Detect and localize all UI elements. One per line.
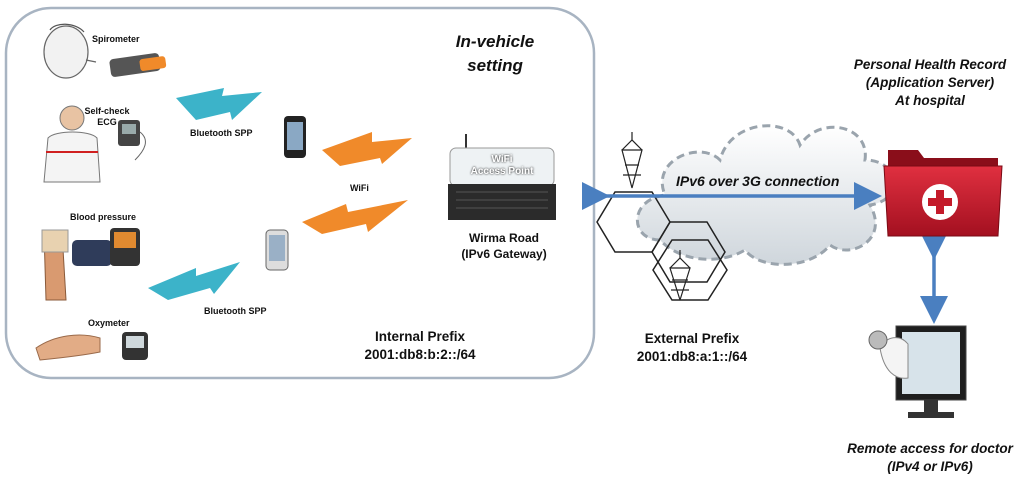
external-prefix: External Prefix 2001:db8:a:1::/64 [612,330,772,366]
gateway-name-line1: Wirma Road [469,231,539,245]
blood-pressure-patient-icon [41,228,140,301]
health-record-folder-icon [883,150,1003,237]
smartphone-icon-2 [265,229,289,271]
oxymeter-patient-icon [35,332,148,361]
doctor-label-line2: (IPv4 or IPv6) [887,459,973,474]
bluetooth-signal-icon-2 [148,262,240,300]
access-point-label: WiFi Access Point [452,154,552,178]
gateway-device-icon [448,134,556,220]
in-vehicle-title-line2: setting [467,56,523,75]
server-label-line3: At hospital [895,93,965,108]
doctor-monitor-icon [868,325,967,418]
gateway-name-line2: (IPv6 Gateway) [461,247,547,261]
ecg-patient-icon [43,105,146,183]
wifi-signal-icon [322,132,412,166]
ecg-label-line1: Self-check [84,106,130,116]
spirometer-label: Spirometer [92,34,140,44]
server-label-line1: Personal Health Record [853,57,1007,72]
spirometer-patient-icon [43,23,167,79]
internal-prefix-value: 2001:db8:b:2::/64 [364,347,476,362]
cell-tower-icon-2 [669,250,691,301]
external-prefix-value: 2001:db8:a:1::/64 [636,349,748,364]
access-point-line2: Access Point [470,166,534,177]
external-prefix-label: External Prefix [644,331,740,346]
bluetooth-signal-icon [176,88,262,120]
access-point-line1: WiFi [491,154,513,165]
cloud-label: IPv6 over 3G connection [676,173,840,189]
internal-prefix: Internal Prefix 2001:db8:b:2::/64 [340,328,500,364]
bluetooth-bottom-label: Bluetooth SPP [204,306,267,316]
server-label-line2: (Application Server) [865,75,995,90]
hex-outline-2 [652,239,728,301]
gateway-label: Wirma Road (IPv6 Gateway) [444,230,564,262]
bluetooth-top-label: Bluetooth SPP [190,128,253,138]
doctor-label-line1: Remote access for doctor [847,441,1013,456]
blood-pressure-label: Blood pressure [70,212,137,222]
in-vehicle-title: In-vehicle setting [440,30,550,78]
ecg-label: Self-check ECG [82,106,132,128]
server-label: Personal Health Record (Application Serv… [836,56,1024,110]
in-vehicle-title-line1: In-vehicle [455,32,535,51]
internal-prefix-label: Internal Prefix [374,329,466,344]
smartphone-icon [284,116,306,158]
doctor-label: Remote access for doctor (IPv4 or IPv6) [836,440,1024,476]
oxymeter-label: Oxymeter [88,318,130,328]
ecg-label-line2: ECG [97,117,117,127]
wifi-signal-icon-2 [302,200,408,234]
wifi-label: WiFi [350,183,369,193]
cell-tower-icon [621,132,643,189]
